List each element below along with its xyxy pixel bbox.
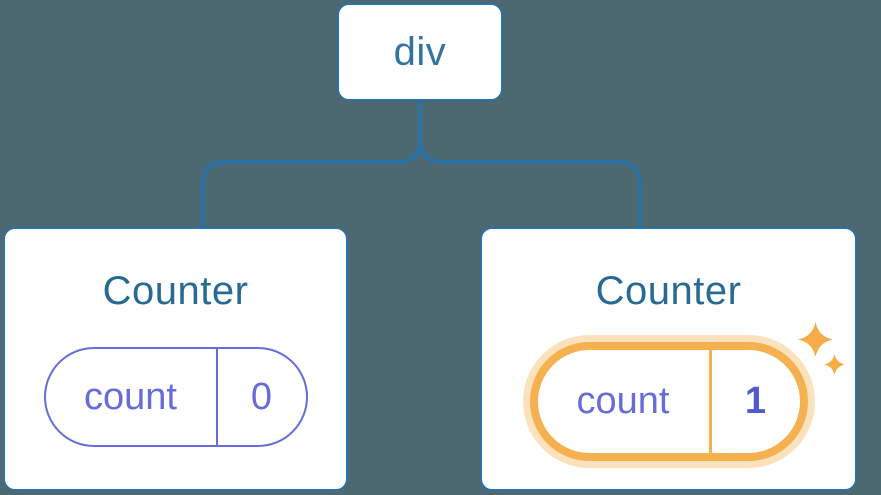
- sparkle-small-icon: [824, 354, 845, 375]
- counter-title: Counter: [595, 269, 742, 313]
- counter-card-right: Counter count 1: [480, 227, 857, 491]
- connector-root-to-left: [201, 101, 422, 227]
- connector-root-to-right: [418, 101, 642, 227]
- root-node-div: div: [337, 3, 503, 101]
- sparkle-icon: [798, 322, 833, 357]
- state-pill-highlighted: count 1: [529, 342, 808, 461]
- state-value-label: 1: [744, 380, 767, 422]
- state-pill: count 0: [43, 347, 308, 447]
- counter-title: Counter: [102, 269, 249, 313]
- state-value-label: 0: [250, 375, 273, 418]
- pill-divider: [215, 349, 218, 445]
- root-node-label: div: [393, 29, 447, 74]
- pill-divider: [708, 350, 712, 453]
- state-key-label: count: [576, 380, 670, 422]
- counter-card-left: Counter count 0: [3, 227, 348, 491]
- state-key-label: count: [84, 375, 177, 418]
